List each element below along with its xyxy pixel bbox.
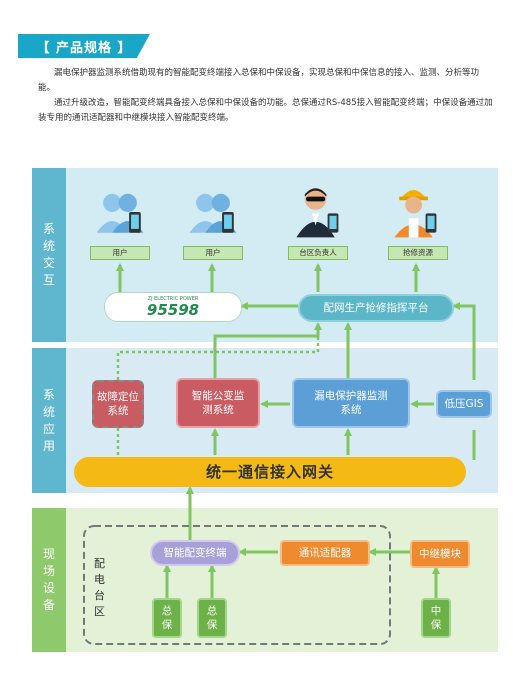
user-group-1	[94, 186, 146, 242]
smart-distribution-terminal: 智能配变终端	[150, 540, 240, 566]
leakage-protector-monitoring: 漏电保护器监测系统	[292, 378, 410, 428]
user-label-1: 用户	[90, 246, 150, 260]
intro-text: 漏电保护器监测系统借助现有的智能配变终端接入总保和中保设备，实现总保和中保信息的…	[38, 66, 494, 126]
users-icon	[96, 193, 144, 233]
unified-gateway: 统一通信接入网关	[74, 457, 466, 487]
relay-module: 中继模块	[410, 540, 470, 568]
intro-paragraph-1: 漏电保护器监测系统借助现有的智能配变终端接入总保和中保设备，实现总保和中保信息的…	[38, 68, 480, 93]
fault-location-label: 故障定位系统	[97, 391, 139, 417]
smart-monitor-label: 智能公变监测系统	[191, 390, 245, 416]
low-voltage-gis: 低压GIS	[436, 390, 492, 418]
worker-icon	[394, 190, 437, 238]
band-label-interaction: 系统交互	[32, 168, 66, 342]
user-label-2: 用户	[183, 246, 243, 260]
repair-label: 抢修资源	[388, 246, 448, 260]
manager-figure	[294, 184, 342, 242]
main-breaker-1: 总保	[152, 598, 182, 638]
intro-paragraph-2: 通过升级改造，智能配变终端具备接入总保和中保设备的功能。总保通过RS-485接入…	[38, 98, 493, 123]
main-breaker-2: 总保	[197, 598, 227, 638]
smart-transformer-monitoring: 智能公变监测系统	[176, 378, 260, 428]
band-label-application: 系统应用	[32, 348, 66, 493]
mid-breaker: 中保	[421, 598, 451, 638]
repair-worker-figure	[392, 184, 440, 242]
users-icon	[189, 193, 237, 233]
leak-monitor-label: 漏电保护器监测系统	[314, 390, 388, 416]
hotline-95598: ZJ ELECTRIC POWER 95598	[104, 292, 242, 322]
manager-label: 台区负责人	[288, 246, 348, 260]
communication-adapter: 通讯适配器	[280, 540, 370, 566]
distribution-zone-label: 配电台区	[94, 557, 105, 618]
band-field	[32, 508, 498, 652]
hotline-number: 95598	[146, 300, 200, 319]
fault-location-system: 故障定位系统	[92, 380, 144, 428]
manager-icon	[296, 188, 339, 238]
repair-command-platform: 配网生产抢修指挥平台	[298, 294, 454, 322]
section-title: 【 产品规格 】	[18, 34, 150, 58]
hotline-caption: ZJ ELECTRIC POWER	[147, 295, 199, 302]
user-group-2	[187, 186, 239, 242]
band-label-field: 现场设备	[32, 508, 66, 652]
